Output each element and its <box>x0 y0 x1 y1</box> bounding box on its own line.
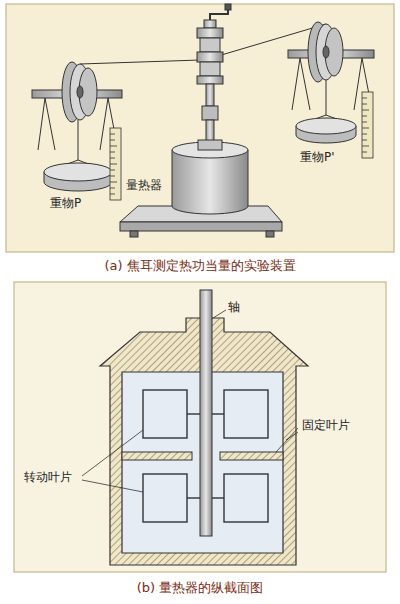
fixed-vane <box>220 452 283 460</box>
part-label: 量热器 <box>126 178 162 192</box>
panel-b <box>14 282 386 572</box>
rotating-paddle <box>212 413 224 414</box>
weight-p-prime <box>296 115 356 143</box>
leader-line <box>82 310 298 492</box>
rotating-paddle <box>212 497 224 498</box>
ruler-right <box>362 98 369 152</box>
calorimeter <box>120 222 282 231</box>
shaft <box>200 290 212 536</box>
spindle <box>197 28 223 38</box>
spindle <box>204 20 216 28</box>
ruler-right <box>362 92 373 158</box>
weight-p <box>44 160 112 191</box>
part-label: 轴 <box>228 300 240 314</box>
calorimeter <box>266 231 274 237</box>
leader-line <box>82 430 143 476</box>
fixed-vane <box>122 452 192 460</box>
left-pulley <box>77 86 83 98</box>
panel-a <box>6 4 394 252</box>
rotating-paddle <box>187 413 200 414</box>
weight-p <box>44 163 112 181</box>
part-label: 重物P <box>50 196 81 210</box>
spindle <box>200 62 220 76</box>
leader-line <box>276 428 298 452</box>
left-pulley <box>32 62 122 150</box>
calorimeter-section <box>82 290 308 565</box>
figure-caption: (a) 焦耳测定热功当量的实验装置 <box>104 258 295 274</box>
part-label: 重物P' <box>300 150 335 164</box>
spindle <box>202 106 218 120</box>
spindle <box>197 76 223 84</box>
rotating-paddle <box>224 474 268 522</box>
rotating-paddle <box>143 474 187 522</box>
string <box>78 120 79 160</box>
ruler-right <box>362 92 373 158</box>
calorimeter <box>130 231 138 237</box>
calorimeter <box>172 150 248 214</box>
ruler-left <box>110 128 121 200</box>
figure-caption: (b) 量热器的纵截面图 <box>137 580 264 596</box>
spindle <box>206 84 214 106</box>
spindle <box>200 38 220 52</box>
ruler-left <box>110 128 121 200</box>
rotating-paddle <box>143 390 187 438</box>
rotating-paddle <box>224 390 268 438</box>
string <box>326 80 327 115</box>
leader-line <box>82 480 143 492</box>
weight-p-prime <box>296 118 356 134</box>
leader-line <box>286 432 298 440</box>
spindle <box>225 4 231 10</box>
ruler-left <box>110 134 117 194</box>
spindle <box>197 4 231 148</box>
rotating-paddle <box>187 497 200 498</box>
part-label: 转动叶片 <box>24 470 72 484</box>
string <box>80 60 200 64</box>
calorimeter <box>198 140 222 150</box>
spindle <box>197 52 223 62</box>
part-label: 固定叶片 <box>302 418 350 432</box>
right-pulley <box>323 46 329 58</box>
calorimeter <box>120 140 282 237</box>
leader-line <box>213 310 226 318</box>
right-pulley <box>288 22 374 110</box>
